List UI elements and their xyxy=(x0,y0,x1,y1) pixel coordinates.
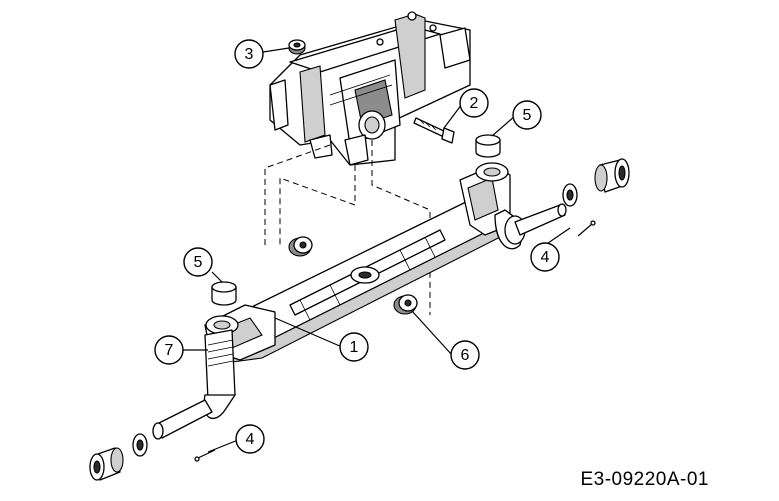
callout-5-right: 5 xyxy=(512,100,542,130)
cotter-pin-left-part-4 xyxy=(194,449,216,462)
callout-5-right-label: 5 xyxy=(523,107,532,124)
washer-left xyxy=(132,433,148,457)
callout-2: 2 xyxy=(459,88,489,118)
callout-5-left: 5 xyxy=(183,247,213,277)
callout-4-right-label: 4 xyxy=(541,249,550,266)
callout-2-label: 2 xyxy=(470,95,479,112)
callout-6-label: 6 xyxy=(461,347,470,364)
hub-cap-right xyxy=(594,158,630,193)
right-spindle xyxy=(475,162,567,250)
washer-right xyxy=(562,183,578,207)
grease-cap-left-part-5 xyxy=(211,281,237,306)
mounting-bracket xyxy=(269,11,471,166)
diagram-code: E3-09220A-01 xyxy=(580,469,709,490)
left-spindle xyxy=(152,315,239,440)
callout-3: 3 xyxy=(234,39,264,69)
callout-4-right: 4 xyxy=(530,242,560,272)
bolt-part-2 xyxy=(413,117,455,144)
callout-3-label: 3 xyxy=(245,46,254,63)
callout-1: 1 xyxy=(339,332,369,362)
cotter-pin-right-part-4 xyxy=(577,220,596,237)
axle-beam-part-1 xyxy=(204,164,511,363)
callout-4-left-label: 4 xyxy=(246,431,255,448)
bushing-lower-part-6 xyxy=(393,294,418,315)
grease-cap-right-part-5 xyxy=(475,134,501,158)
callout-7: 7 xyxy=(154,335,184,365)
callout-5-left-label: 5 xyxy=(194,254,203,271)
hub-cap-left xyxy=(89,447,124,481)
bushing-upper xyxy=(288,236,313,257)
callout-7-label: 7 xyxy=(165,342,174,359)
callout-6: 6 xyxy=(450,340,480,370)
nut-part-3 xyxy=(288,39,306,55)
callout-4-left: 4 xyxy=(235,424,265,454)
callout-1-label: 1 xyxy=(350,339,359,356)
